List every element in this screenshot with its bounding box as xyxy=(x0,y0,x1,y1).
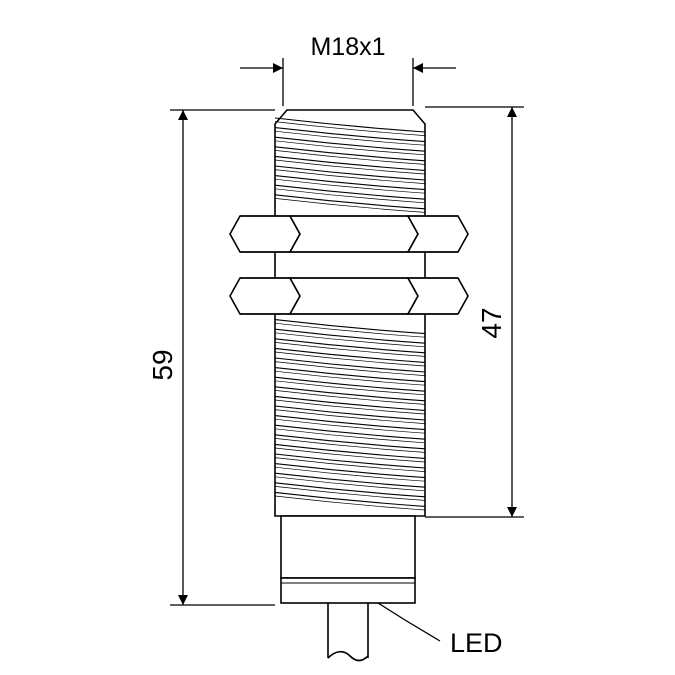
thread-line xyxy=(274,188,426,204)
thread-line xyxy=(274,380,426,396)
thread-line xyxy=(274,140,426,156)
thread-line xyxy=(274,463,426,479)
thread-spec-label: M18x1 xyxy=(310,33,385,61)
thread-line xyxy=(274,472,426,488)
overall-length-label: 59 xyxy=(147,349,178,380)
thread-line xyxy=(274,447,426,463)
thread-line xyxy=(274,405,426,421)
thread-line xyxy=(274,399,426,415)
thread-line xyxy=(274,376,426,392)
thread-line xyxy=(274,424,426,440)
thread-line xyxy=(274,175,426,191)
thread-line xyxy=(274,357,426,373)
thread-line xyxy=(274,322,426,338)
thread-line xyxy=(274,332,426,348)
thread-line xyxy=(274,178,426,194)
thread-line xyxy=(274,453,426,469)
thread-width-dimension xyxy=(240,58,456,106)
sensor-head xyxy=(280,515,416,604)
thread-line xyxy=(274,136,426,152)
thread-line xyxy=(274,457,426,472)
thread-line xyxy=(274,486,426,501)
thread-line xyxy=(274,361,426,376)
thread-length-dimension xyxy=(425,106,524,518)
thread-line xyxy=(274,415,426,431)
thread-line xyxy=(274,150,426,165)
thread-line xyxy=(274,370,426,386)
thread-line xyxy=(274,328,426,344)
thread-line xyxy=(274,466,426,482)
thread-line xyxy=(274,127,426,143)
thread-line xyxy=(274,155,426,171)
hex-nut-lower xyxy=(229,277,469,315)
thread-line xyxy=(274,434,426,450)
thread-line xyxy=(274,347,426,363)
hex-nut-upper xyxy=(229,215,469,253)
thread-line xyxy=(274,428,426,444)
led-label: LED xyxy=(450,628,503,658)
thread-line xyxy=(274,130,426,146)
thread-line xyxy=(274,367,426,383)
thread-length-label: 47 xyxy=(476,307,507,338)
thread-line xyxy=(274,386,426,402)
thread-line xyxy=(274,198,426,213)
thread-line xyxy=(274,495,426,511)
thread-line xyxy=(274,319,426,335)
thread-line xyxy=(274,169,426,184)
thread-line xyxy=(274,418,426,434)
thread-lines xyxy=(274,117,426,511)
overall-length-dimension xyxy=(170,109,275,606)
thread-line xyxy=(274,438,426,453)
thread-line xyxy=(274,491,426,507)
thread-line xyxy=(274,482,426,498)
led-leader xyxy=(377,602,441,642)
thread-line xyxy=(274,390,426,405)
thread-line xyxy=(274,395,426,411)
thread-line xyxy=(274,194,426,210)
thread-line xyxy=(274,121,426,136)
cable xyxy=(327,603,369,662)
thread-line xyxy=(274,184,426,200)
thread-line xyxy=(274,165,426,181)
thread-line xyxy=(274,351,426,367)
thread-line xyxy=(274,443,426,459)
thread-line xyxy=(274,342,426,357)
thread-line xyxy=(274,476,426,492)
thread-line xyxy=(274,338,426,354)
thread-line xyxy=(274,146,426,162)
thread-line xyxy=(274,117,426,133)
thread-line xyxy=(274,159,426,175)
thread-line xyxy=(274,409,426,424)
